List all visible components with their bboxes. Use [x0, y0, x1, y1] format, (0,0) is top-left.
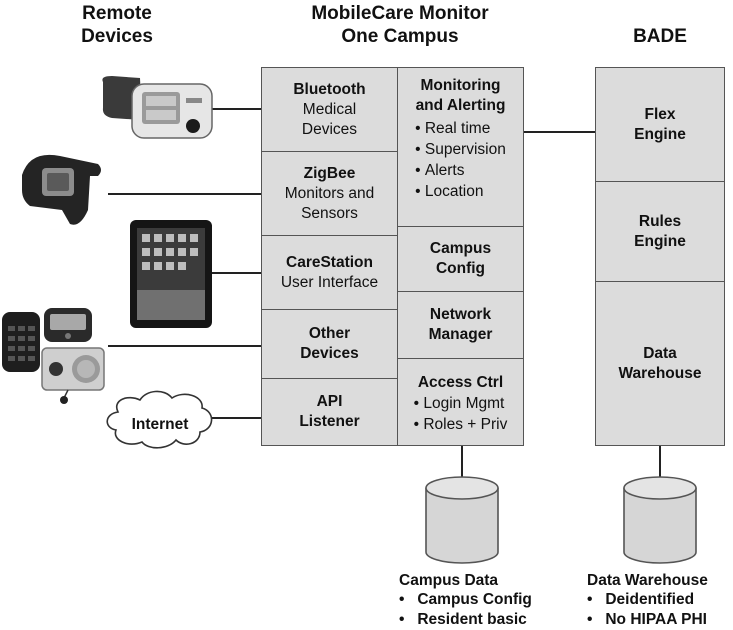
internet-label: Internet: [132, 416, 189, 433]
api-listener-box: API Listener: [261, 378, 398, 446]
bluetooth-line3: Devices: [301, 120, 358, 138]
monitoring-bullet: Supervision: [415, 139, 506, 160]
campus-config-box: Campus Config: [397, 226, 524, 292]
bluetooth-line2: Medical: [302, 100, 357, 118]
access-ctrl-bullet-list: Login Mgmt Roles + Priv: [414, 393, 508, 435]
access-ctrl-bullet: Roles + Priv: [414, 414, 507, 435]
campus-data-list: Campus Config Resident basic: [399, 590, 569, 630]
bade-heading: BADE: [633, 26, 687, 47]
data-warehouse-list: Deidentified No HIPAA PHI: [587, 590, 732, 630]
mobilecare-heading: MobileCare Monitor One Campus: [270, 2, 530, 48]
campus-data-title: Campus Data: [399, 572, 499, 589]
other-devices-line2: Devices: [300, 345, 359, 362]
monitoring-bullet: Alerts: [415, 160, 506, 181]
other-devices-line1: Other: [308, 325, 351, 342]
tablet-icon: [130, 220, 212, 328]
data-warehouse-line1: Data: [643, 344, 677, 362]
zigbee-box: ZigBee Monitors and Sensors: [261, 151, 398, 236]
campus-config-line2: Config: [435, 260, 486, 277]
blood-pressure-monitor-icon: [102, 76, 213, 139]
flex-engine-line2: Engine: [634, 125, 686, 143]
phone-icon: [2, 312, 40, 372]
rules-engine-line1: Rules: [638, 212, 682, 230]
campus-data-item: Resident basic: [399, 610, 569, 630]
access-ctrl-bullet: Login Mgmt: [414, 393, 508, 414]
data-warehouse-title: Data Warehouse: [587, 572, 708, 589]
carestation-line2: User Interface: [280, 273, 379, 291]
bluetooth-devices-box: Bluetooth Medical Devices: [261, 67, 398, 152]
remote-heading-line2: Devices: [81, 26, 153, 47]
data-warehouse-box: Data Warehouse: [595, 281, 725, 446]
data-warehouse-caption: Data Warehouse Deidentified No HIPAA PHI: [587, 571, 732, 630]
network-manager-line2: Manager: [428, 326, 493, 343]
network-manager-line1: Network: [429, 306, 492, 323]
api-listener-line1: API: [316, 393, 343, 410]
monitoring-bullet-list: Real time Supervision Alerts Location: [415, 118, 506, 202]
flex-engine-box: Flex Engine: [595, 67, 725, 182]
data-warehouse-line2: Warehouse: [618, 364, 702, 382]
monitoring-title-line1: Monitoring: [420, 77, 501, 94]
api-listener-line2: Listener: [299, 413, 360, 430]
campus-data-caption: Campus Data Campus Config Resident basic: [399, 571, 569, 630]
access-ctrl-title: Access Ctrl: [417, 374, 504, 391]
monitoring-title-line2: and Alerting: [415, 97, 506, 114]
rules-engine-box: Rules Engine: [595, 181, 725, 282]
carestation-box: CareStation User Interface: [261, 235, 398, 310]
campus-config-line1: Campus: [429, 240, 492, 257]
campus-data-cylinder-icon: [425, 476, 499, 564]
network-manager-box: Network Manager: [397, 291, 524, 359]
pager-icon: [44, 308, 92, 342]
zigbee-line3: Sensors: [301, 204, 358, 222]
other-devices-box: Other Devices: [261, 309, 398, 379]
bluetooth-title: Bluetooth: [293, 80, 366, 98]
remote-devices-heading: Remote Devices: [62, 2, 172, 48]
zigbee-line2: Monitors and: [284, 184, 375, 202]
monitoring-bullet: Real time: [415, 118, 506, 139]
data-warehouse-cylinder-icon: [623, 476, 697, 564]
wristwatch-icon: [22, 154, 101, 225]
internet-cloud-icon: Internet: [106, 390, 213, 449]
remote-heading-line1: Remote: [82, 3, 152, 24]
data-warehouse-item: No HIPAA PHI: [587, 610, 732, 630]
campus-data-item: Campus Config: [399, 590, 569, 610]
flex-engine-line1: Flex: [644, 105, 676, 123]
access-ctrl-box: Access Ctrl Login Mgmt Roles + Priv: [397, 358, 524, 446]
center-heading-line1: MobileCare Monitor: [311, 3, 489, 24]
data-warehouse-item: Deidentified: [587, 590, 732, 610]
monitoring-alerting-box: Monitoring and Alerting Real time Superv…: [397, 67, 524, 227]
pendant-alarm-icon: [41, 347, 105, 404]
monitoring-bullet: Location: [415, 181, 506, 202]
zigbee-title: ZigBee: [303, 164, 356, 182]
carestation-title: CareStation: [286, 253, 373, 271]
rules-engine-line2: Engine: [634, 232, 686, 250]
center-heading-line2: One Campus: [341, 26, 459, 47]
